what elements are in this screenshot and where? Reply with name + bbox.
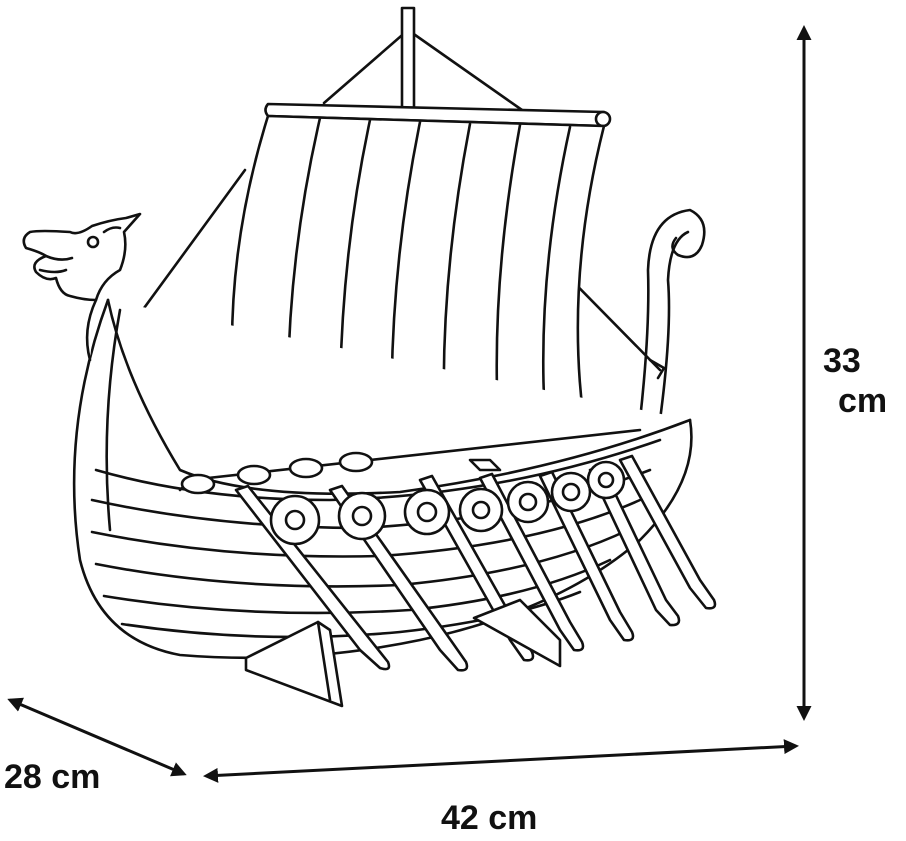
oar-icon: [468, 458, 502, 472]
front-shields: [269, 460, 626, 546]
oar-icon: [538, 470, 635, 642]
stern-post: [638, 208, 706, 422]
shield-icon: [506, 480, 550, 524]
shield-icon: [403, 488, 451, 536]
oar-icon: [588, 464, 681, 627]
dimension-arrows: [7, 25, 812, 783]
height-label: 33: [823, 342, 861, 380]
oar-icon: [478, 472, 585, 652]
shield-icon: [337, 491, 387, 541]
width-arrow-icon: [203, 739, 799, 783]
depth-arrow-icon: [7, 697, 187, 777]
shield-icon: [269, 494, 321, 546]
depth-label: 28 cm: [4, 758, 101, 796]
width-label: 42 cm: [441, 799, 538, 837]
shield-icon: [458, 487, 504, 533]
stand: [244, 598, 562, 708]
dragon-head-icon: [22, 212, 142, 362]
back-shields: [180, 451, 374, 495]
oar-icon: [618, 454, 717, 610]
oars: [234, 454, 717, 672]
height-unit-label: cm: [838, 382, 888, 420]
shield-icon: [586, 460, 626, 500]
shield-icon: [550, 471, 592, 513]
